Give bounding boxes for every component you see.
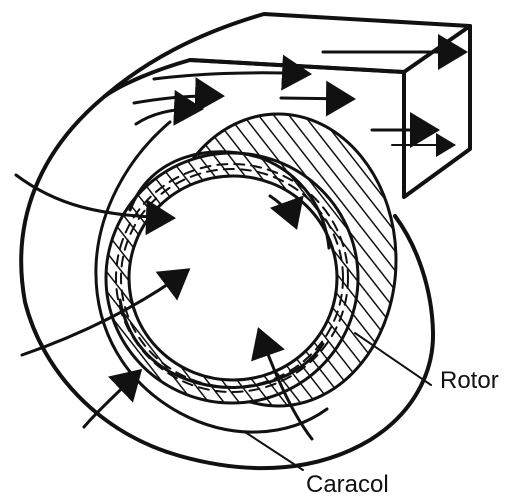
flow-arrow-4	[251, 327, 314, 441]
caracol-label: Caracol	[306, 471, 389, 498]
duct-flow-arrow-4	[279, 80, 356, 117]
outlet-duct-front	[402, 24, 472, 199]
flow-arrow-5	[268, 194, 304, 230]
rotor-dashed-ring-outer	[115, 163, 349, 393]
housing-inner-rim	[94, 120, 329, 434]
duct-flow-arrow-2	[132, 77, 225, 114]
rotor-eye	[127, 174, 339, 382]
rotor-leader-line	[354, 332, 432, 386]
duct-flow-arrow-1	[152, 54, 312, 91]
outlet-duct-top	[103, 12, 472, 98]
flow-arrow-3	[82, 368, 143, 429]
inner-crescent-line	[128, 150, 331, 250]
housing-outer-outline	[19, 94, 436, 471]
outlet-duct-side-top	[188, 58, 406, 74]
inner-crescent-line-2	[118, 298, 325, 389]
rotor-label: Rotor	[440, 367, 499, 394]
duct-flow-arrow-3	[134, 89, 204, 126]
flow-arrow-1	[14, 173, 176, 236]
caracol-leader-line	[244, 431, 304, 471]
flow-arrow-2	[20, 268, 191, 357]
